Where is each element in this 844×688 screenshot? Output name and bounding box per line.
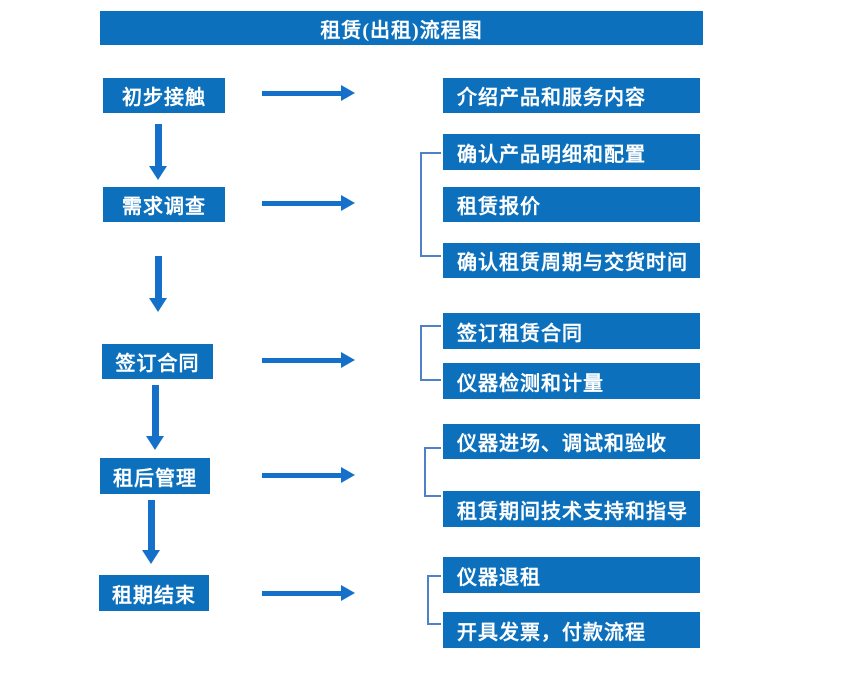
- step-box-demand-survey: 需求调查: [103, 187, 225, 222]
- step-box-initial-contact: 初步接触: [103, 78, 225, 113]
- detail-box-rental-quote: 租赁报价: [443, 187, 700, 222]
- detail-box-introduce-products-services: 介绍产品和服务内容: [443, 78, 700, 113]
- detail-box-invoice-payment-process: 开具发票，付款流程: [443, 612, 700, 648]
- step-box-post-rental-management: 租后管理: [100, 458, 210, 494]
- detail-box-confirm-product-details: 确认产品明细和配置: [443, 134, 700, 170]
- step-box-rental-end: 租期结束: [99, 575, 209, 611]
- detail-box-instrument-entry-debug-acceptance: 仪器进场、调试和验收: [443, 424, 700, 459]
- detail-box-instrument-return: 仪器退租: [443, 557, 700, 593]
- flowchart-title: 租赁(出租)流程图: [100, 11, 703, 45]
- bracket-group-5: [427, 575, 441, 625]
- bracket-group-2: [420, 152, 441, 257]
- step-box-sign-contract: 签订合同: [102, 344, 213, 379]
- detail-box-technical-support-guidance: 租赁期间技术支持和指导: [443, 491, 700, 527]
- bracket-group-4: [424, 447, 441, 497]
- detail-box-confirm-rental-period-delivery: 确认租赁周期与交货时间: [443, 243, 700, 278]
- detail-box-sign-rental-contract: 签订租赁合同: [443, 313, 700, 349]
- detail-box-instrument-testing-metering: 仪器检测和计量: [443, 363, 700, 399]
- bracket-group-3: [420, 325, 441, 381]
